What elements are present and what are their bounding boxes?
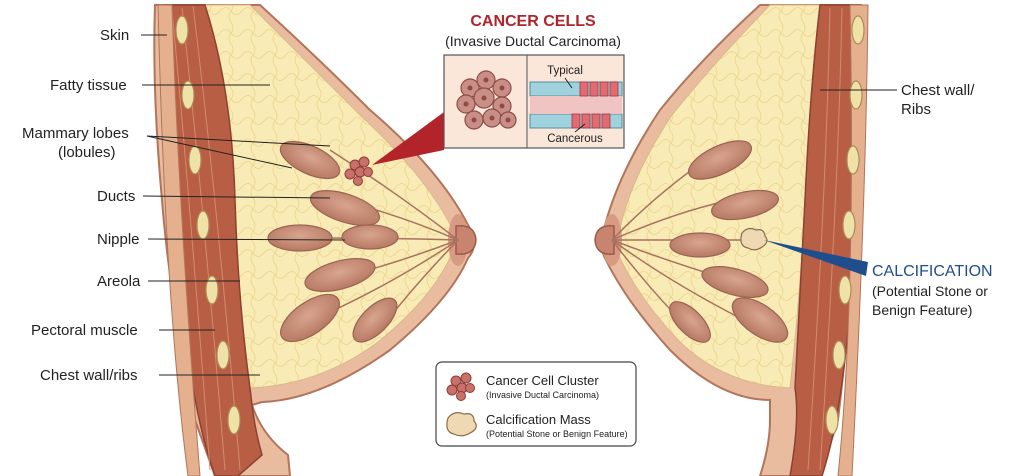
label-pectoral-muscle: Pectoral muscle <box>31 322 138 339</box>
label-mammary-lobes: Mammary lobes <box>22 125 129 142</box>
calcification-title: CALCIFICATION <box>872 263 993 280</box>
label-skin: Skin <box>100 27 129 44</box>
legend-calcification-icon <box>446 412 477 437</box>
left-label-group: Skin Fatty tissue Mammary lobes (lobules… <box>22 27 346 384</box>
right-breast-illustration <box>594 4 869 476</box>
label-nipple: Nipple <box>97 231 140 248</box>
left-breast-illustration <box>153 4 477 476</box>
calcification-line2: Benign Feature) <box>872 302 972 318</box>
right-ribs <box>825 15 865 435</box>
calcification-callout-pointer <box>764 240 868 276</box>
cancer-callout-pointer <box>372 112 444 165</box>
cancer-callout-subtitle: (Invasive Ductal Carcinoma) <box>445 33 621 49</box>
cancer-callout-title: CANCER CELLS <box>470 13 596 30</box>
typical-cells-label: Typical <box>547 65 583 77</box>
cancerous-cells-label: Cancerous <box>547 133 603 145</box>
left-nipple <box>455 225 477 255</box>
legend-item2-title: Calcification Mass <box>486 412 591 427</box>
right-mammary-lobes <box>669 140 789 343</box>
right-label-group: Chest wall/ Ribs CALCIFICATION (Potentia… <box>820 82 993 318</box>
legend-cancer-cluster-icon <box>446 372 475 401</box>
legend-item2-sub: (Potential Stone or Benign Feature) <box>486 429 628 439</box>
left-mammary-lobes <box>267 140 399 343</box>
label-chest-wall-ribs: Chest wall/ribs <box>40 367 138 384</box>
cancer-cell-cluster-marker <box>344 156 373 186</box>
legend-item1-sub: (Invasive Ductal Carcinoma) <box>486 390 599 400</box>
calcification-marker <box>740 227 768 251</box>
label-chest-wall-right: Chest wall/ <box>901 82 975 99</box>
label-ribs-right: Ribs <box>901 101 931 118</box>
label-lobules: (lobules) <box>58 144 116 161</box>
right-nipple <box>594 225 615 255</box>
legend: Cancer Cell Cluster (Invasive Ductal Car… <box>435 361 637 447</box>
calcification-line1: (Potential Stone or <box>872 283 988 299</box>
label-areola: Areola <box>97 273 141 290</box>
left-ribs <box>175 15 241 435</box>
legend-item1-title: Cancer Cell Cluster <box>486 373 599 388</box>
label-fatty-tissue: Fatty tissue <box>50 77 127 94</box>
cancer-cells-callout: CANCER CELLS (Invasive Ductal Carcinoma)… <box>443 13 625 149</box>
right-fatty-tissue <box>616 4 821 389</box>
label-ducts: Ducts <box>97 188 135 205</box>
